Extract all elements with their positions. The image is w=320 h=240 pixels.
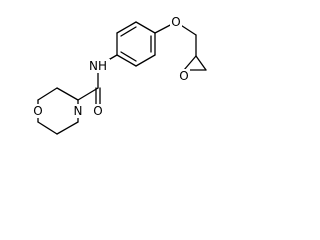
bond-lines (37, 21, 207, 135)
ether-oxygen-label: O (171, 15, 180, 29)
bond-epoxide-3 (183, 55, 197, 71)
bond-ring-5 (135, 54, 156, 67)
bond-ring-3 (135, 21, 156, 34)
bond-morph-2 (37, 87, 58, 101)
chemical-structure: N NH O O O O (32, 15, 207, 135)
morpholine-oxygen-label: O (33, 104, 42, 118)
bond-epoxide-1 (195, 55, 207, 71)
bond-ring-6 (116, 54, 137, 67)
epoxide-oxygen-label: O (179, 69, 188, 83)
atom-labels: N NH O O O O (32, 15, 190, 118)
bond-morph-4 (37, 121, 58, 135)
bond-ring-inner-3 (120, 51, 137, 62)
bond-ring-2 (116, 21, 137, 34)
bond-morph-1 (56, 87, 79, 101)
amide-nh-label: NH (89, 59, 107, 73)
bond-morph-5 (56, 121, 79, 135)
bond-ring-inner-1 (120, 26, 137, 37)
bond-n-carbonyl (77, 87, 99, 101)
carbonyl-oxygen-label: O (93, 104, 102, 118)
ring-nitrogen-label: N (74, 104, 83, 118)
